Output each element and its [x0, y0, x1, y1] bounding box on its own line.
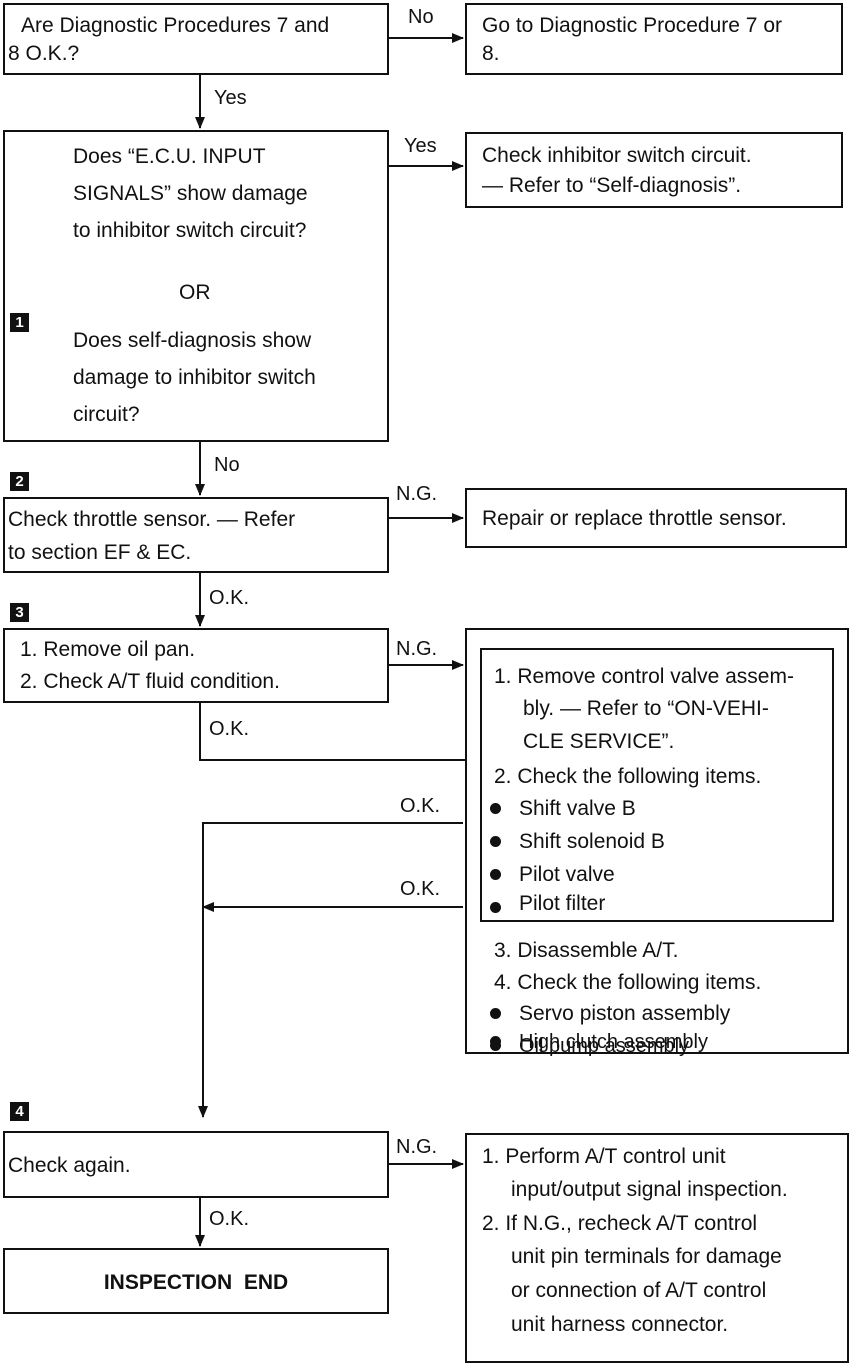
step-number-3: 3: [10, 603, 29, 622]
inspection-end-box: INSPECTION END: [3, 1248, 389, 1314]
label-yes-q1: Yes: [214, 87, 247, 109]
outer-bullet-item: Servo piston assembly: [487, 998, 730, 1029]
action-step-2-cont-c: unit harness connector.: [511, 1313, 729, 1336]
action-step-1-cont: input/output signal inspection.: [511, 1178, 788, 1201]
bullet-icon: [490, 802, 501, 814]
step-number-1: 1: [10, 313, 29, 332]
label-ok-q5: O.K.: [209, 1208, 250, 1230]
arrow-q4-ok: [199, 703, 481, 765]
action-text-line-1: Go to Diagnostic Procedure 7 or: [482, 14, 782, 37]
inner-bullet-item: Shift valve B: [487, 793, 636, 824]
inspection-end-text: INSPECTION END: [103, 1271, 289, 1294]
label-no-q2: No: [214, 454, 240, 476]
label-ok-a4-2: O.K.: [400, 878, 441, 900]
question-text-line-1: Are Diagnostic Procedures 7 and: [21, 14, 330, 37]
inner-step-1-cont-a: bly. — Refer to “ON-VEHI-: [523, 697, 769, 720]
bullet-icon: [490, 1007, 501, 1019]
label-ok-q4: O.K.: [209, 718, 250, 740]
action-box-control-unit-inspection: 1. Perform A/T control unit input/output…: [465, 1133, 849, 1363]
action-box-go-to-procedure: Go to Diagnostic Procedure 7 or 8.: [465, 3, 843, 75]
question-box-check-again: Check again.: [3, 1131, 389, 1198]
outer-step-3: 3. Disassemble A/T.: [494, 939, 679, 962]
question-box-inhibitor-switch: [3, 130, 389, 442]
label-ng-q3: N.G.: [396, 483, 438, 505]
question-box-throttle-sensor: Check throttle sensor. — Refer to sectio…: [3, 497, 389, 573]
label-ok-q3: O.K.: [209, 587, 250, 609]
action-box-repair-throttle: Repair or replace throttle sensor.: [465, 488, 847, 548]
question-text-line-2: 8 O.K.?: [8, 42, 80, 65]
inner-bullet-item: Pilot valve: [487, 859, 615, 890]
label-ok-a4-1: O.K.: [400, 795, 441, 817]
label-yes-q2: Yes: [404, 135, 437, 157]
or-label: OR: [179, 281, 211, 304]
step-number-2: 2: [10, 472, 29, 491]
inner-bullet-item: Shift solenoid B: [487, 826, 665, 857]
action-text-line-1: Check inhibitor switch circuit.: [482, 144, 752, 167]
action-step-1: 1. Perform A/T control unit: [482, 1145, 726, 1168]
question-box-oil-pan: 1. Remove oil pan. 2. Check A/T fluid co…: [3, 628, 389, 703]
question-text-line-2: to section EF & EC.: [8, 541, 192, 564]
inner-step-2: 2. Check the following items.: [494, 765, 762, 788]
action-text-line-2: — Refer to “Self-diagnosis”.: [482, 174, 742, 197]
bullet-icon: [490, 901, 501, 913]
inner-step-1: 1. Remove control valve assem-: [494, 665, 794, 688]
self-diagnosis-question-line-3: circuit?: [73, 403, 140, 426]
bullet-icon: [490, 868, 501, 880]
outer-bullet-item: Oil pump assembly: [487, 1036, 689, 1056]
action-box-control-valve-inner: [480, 648, 834, 922]
action-box-check-inhibitor: Check inhibitor switch circuit. — Refer …: [465, 132, 843, 208]
consult-question-line-3: to inhibitor switch circuit?: [73, 219, 307, 242]
consult-question-line-2: SIGNALS” show damage: [73, 182, 308, 205]
self-diagnosis-question-line-2: damage to inhibitor switch: [73, 366, 316, 389]
question-box-procedures-7-8: Are Diagnostic Procedures 7 and 8 O.K.?: [3, 3, 389, 75]
action-step-2-cont-b: or connection of A/T control: [511, 1279, 767, 1302]
bullet-icon: [490, 835, 501, 847]
question-text: Check again.: [8, 1154, 131, 1177]
outer-step-4: 4. Check the following items.: [494, 971, 762, 994]
return-line-ok-1: [198, 822, 463, 1118]
label-ng-q5: N.G.: [396, 1136, 438, 1158]
bullet-icon: [490, 1040, 501, 1052]
action-text-line-1: Repair or replace throttle sensor.: [482, 507, 787, 530]
consult-question-line-1: Does “E.C.U. INPUT: [73, 145, 266, 168]
action-step-2: 2. If N.G., recheck A/T control: [482, 1212, 758, 1235]
label-no-q1: No: [408, 6, 434, 28]
question-text-line-1: 1. Remove oil pan.: [20, 638, 196, 661]
action-text-line-2: 8.: [482, 42, 500, 65]
inner-step-1-cont-b: CLE SERVICE”.: [523, 730, 675, 753]
inner-bullet-item: Pilot filter: [487, 892, 605, 923]
step-number-4: 4: [10, 1102, 29, 1121]
label-ng-q4: N.G.: [396, 638, 438, 660]
question-text-line-1: Check throttle sensor. — Refer: [8, 508, 296, 531]
action-step-2-cont-a: unit pin terminals for damage: [511, 1245, 782, 1268]
question-text-line-2: 2. Check A/T fluid condition.: [20, 670, 280, 693]
self-diagnosis-question-line-1: Does self-diagnosis show: [73, 329, 312, 352]
